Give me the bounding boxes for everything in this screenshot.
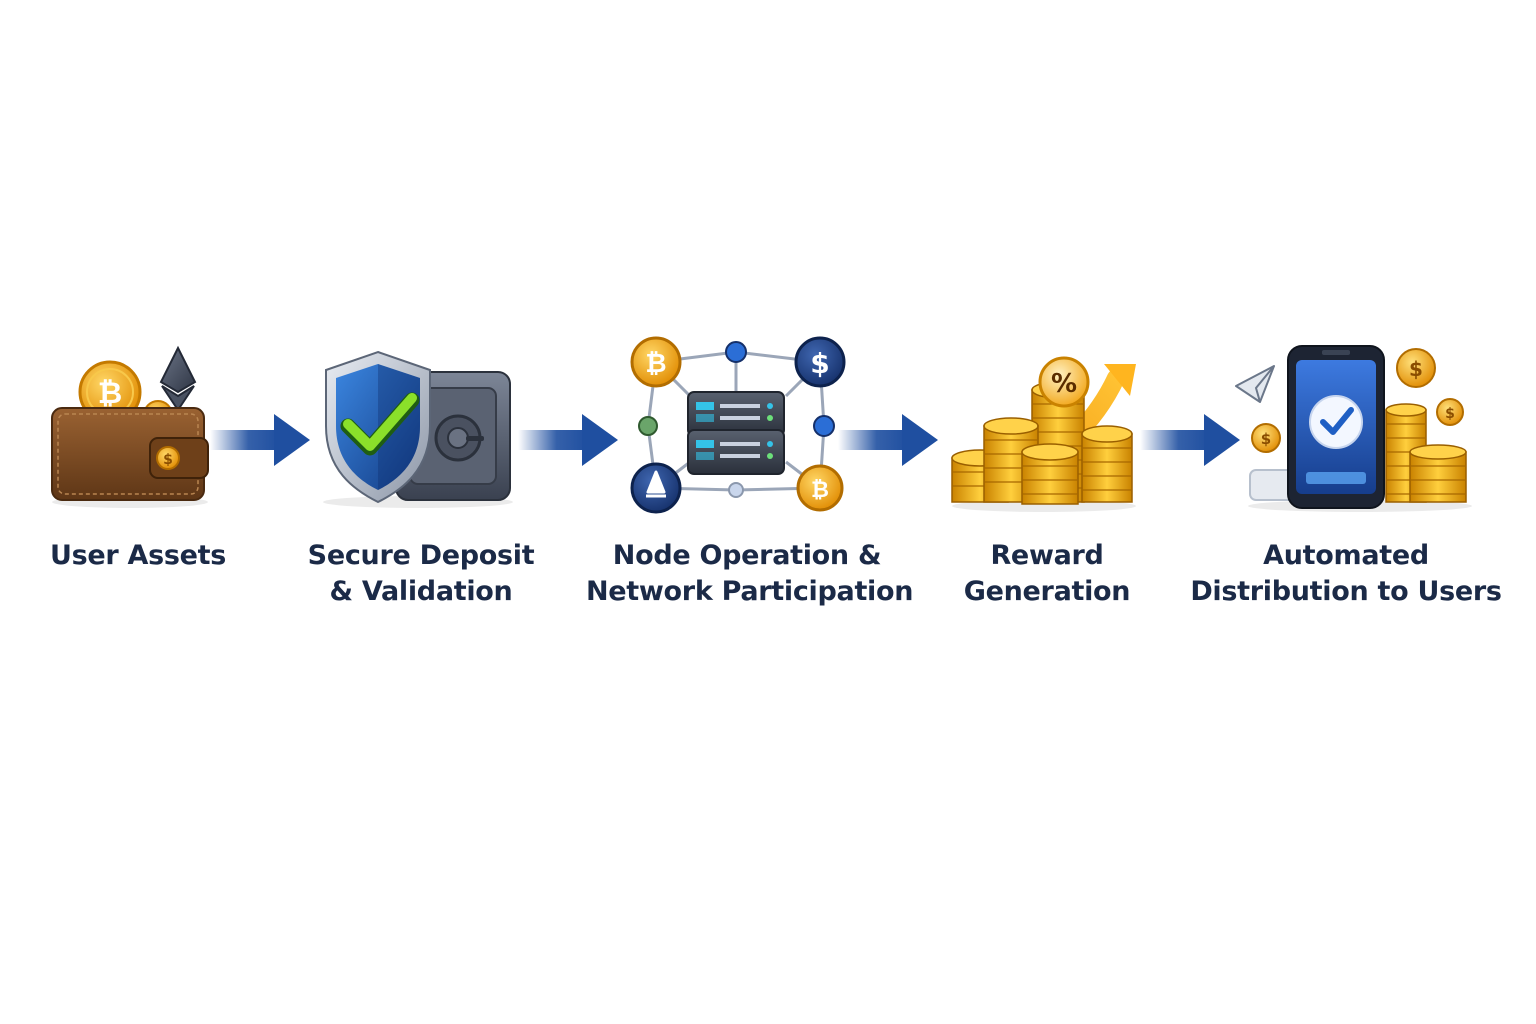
server-network-icon: ₿ $ ₿	[620, 330, 860, 530]
step-label-automated-distribution: Automated Distribution to Users	[1180, 538, 1512, 610]
phone-check-coins-icon: $ $ $	[1230, 330, 1480, 530]
svg-text:₿: ₿	[645, 349, 666, 379]
svg-text:$: $	[163, 452, 173, 468]
step-label-node-operation: Node Operation & Network Participation	[586, 538, 914, 610]
arrow-right-icon	[838, 412, 940, 468]
arrow-right-icon	[518, 412, 620, 468]
step-label-line: Distribution to Users	[1190, 576, 1502, 607]
step-label-secure-deposit: Secure Deposit & Validation	[290, 538, 552, 610]
step-label-line: Automated	[1263, 540, 1429, 571]
arrow-right-icon	[210, 412, 312, 468]
svg-text:$: $	[1261, 430, 1271, 448]
svg-text:$: $	[810, 347, 829, 380]
step-label-user-assets: User Assets	[20, 538, 256, 574]
svg-text:₿: ₿	[98, 376, 122, 411]
coin-stacks-growth-icon: %	[944, 330, 1144, 530]
step-label-line: Reward	[990, 540, 1104, 571]
step-label-line: User Assets	[49, 540, 227, 571]
step-label-line: & Validation	[329, 576, 513, 607]
svg-text:%: %	[1051, 369, 1077, 399]
svg-text:$: $	[1445, 406, 1455, 422]
shield-vault-icon	[308, 330, 518, 530]
wallet-icon: ₿ $	[40, 330, 220, 530]
step-label-line: Secure Deposit	[307, 540, 535, 571]
step-label-line: Generation	[963, 576, 1131, 607]
step-label-line: Network Participation	[586, 576, 914, 607]
step-label-line: Node Operation &	[612, 540, 882, 571]
arrow-right-icon	[1140, 412, 1242, 468]
svg-text:$: $	[1409, 357, 1423, 381]
step-label-reward-generation: Reward Generation	[930, 538, 1164, 610]
svg-text:₿: ₿	[811, 478, 829, 503]
